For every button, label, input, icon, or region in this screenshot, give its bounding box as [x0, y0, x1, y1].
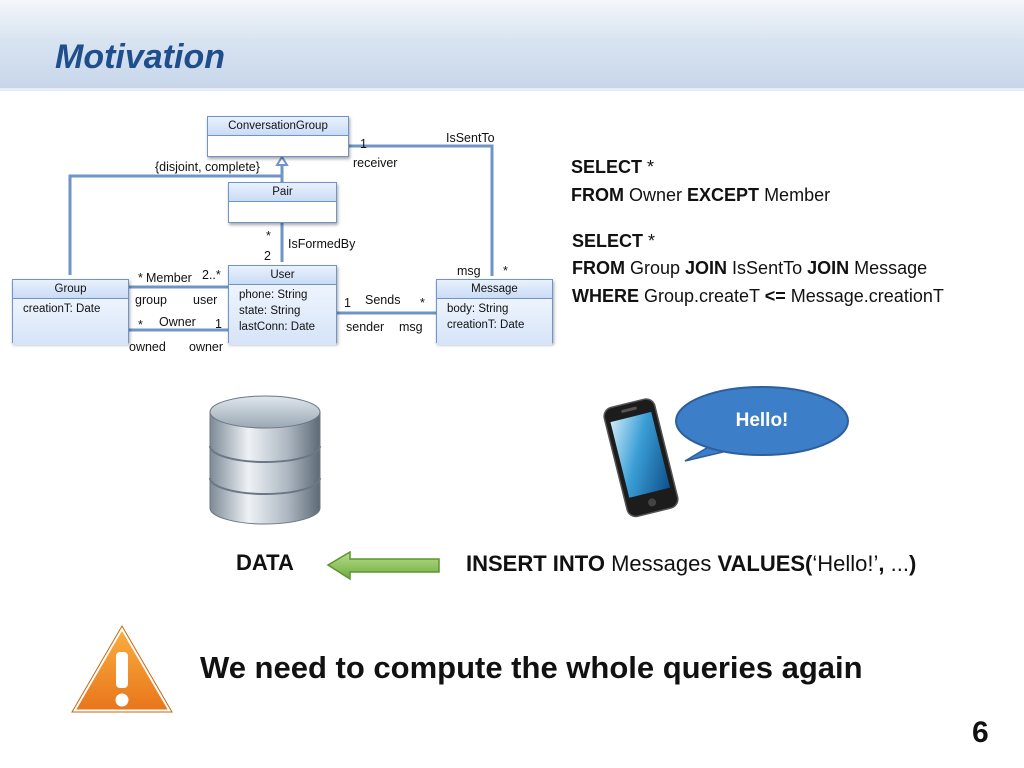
- association-name: IsSentTo: [446, 131, 495, 145]
- multiplicity: *: [138, 318, 143, 332]
- class-user: User phone: String state: String lastCon…: [228, 265, 337, 345]
- multiplicity: 2..*: [202, 268, 221, 282]
- query-1-line-1: SELECT *: [571, 157, 655, 177]
- class-conversation-group: ConversationGroup: [207, 116, 349, 157]
- multiplicity: 1: [344, 296, 351, 310]
- class-name: ConversationGroup: [208, 117, 348, 136]
- role-label: receiver: [353, 156, 398, 170]
- insert-statement: INSERT INTO Messages VALUES(‘Hello!’, ..…: [466, 551, 917, 576]
- attribute: creationT: Date: [23, 303, 101, 315]
- association-name: Member: [146, 271, 192, 285]
- role-label: user: [193, 293, 218, 307]
- attribute: creationT: Date: [447, 319, 525, 331]
- query-2-line-1: SELECT *: [572, 231, 656, 251]
- query-2-line-2: FROM Group JOIN IsSentTo JOIN Message: [572, 258, 928, 278]
- class-name: Pair: [229, 183, 336, 202]
- attribute: body: String: [447, 303, 509, 315]
- data-label: DATA: [236, 550, 294, 575]
- class-attributes: creationT: Date: [13, 299, 128, 345]
- attribute: phone: String: [239, 289, 308, 301]
- speech-bubble-icon: [675, 386, 849, 462]
- class-group: Group creationT: Date: [12, 279, 129, 345]
- association-name: Sends: [365, 293, 401, 307]
- class-name: User: [229, 266, 336, 285]
- arrow-left-icon: [326, 551, 440, 581]
- constraint-label: {disjoint, complete}: [155, 160, 260, 174]
- warning-icon: [69, 623, 175, 715]
- slide-title: Motivation: [55, 38, 225, 76]
- multiplicity: *: [266, 229, 271, 243]
- database-icon: [209, 395, 321, 525]
- class-message: Message body: String creationT: Date: [436, 279, 553, 345]
- role-label: msg: [457, 264, 481, 278]
- generalization-arrowhead: [275, 155, 289, 166]
- multiplicity: *: [420, 296, 425, 310]
- header-band: [0, 0, 1024, 91]
- smartphone-icon: [603, 398, 679, 518]
- bubble-text: Hello!: [735, 410, 789, 431]
- page-number: 6: [972, 716, 989, 749]
- query-1-line-2: FROM Owner EXCEPT Member: [571, 185, 831, 205]
- class-attributes: phone: String state: String lastConn: Da…: [229, 285, 336, 345]
- multiplicity: *: [138, 271, 143, 285]
- multiplicity: *: [503, 264, 508, 278]
- role-label: owned: [129, 340, 166, 354]
- issentto-line: [348, 144, 494, 276]
- role-label: owner: [189, 340, 224, 354]
- multiplicity: 1: [360, 137, 367, 151]
- class-attributes: body: String creationT: Date: [437, 299, 552, 345]
- generalization-group-line: [68, 164, 284, 275]
- class-name: Message: [437, 280, 552, 299]
- multiplicity: 2: [264, 249, 271, 263]
- role-label: group: [135, 293, 167, 307]
- class-pair: Pair: [228, 182, 337, 223]
- association-name: Owner: [159, 315, 196, 329]
- class-name: Group: [13, 280, 128, 299]
- query-2-line-3: WHERE Group.createT <= Message.creationT: [572, 286, 944, 306]
- role-label: sender: [346, 320, 385, 334]
- role-label: msg: [399, 320, 423, 334]
- attribute: state: String: [239, 305, 301, 317]
- association-name: IsFormedBy: [288, 237, 356, 251]
- headline: We need to compute the whole queries aga…: [200, 650, 863, 685]
- multiplicity: 1: [215, 317, 222, 331]
- attribute: lastConn: Date: [239, 321, 316, 333]
